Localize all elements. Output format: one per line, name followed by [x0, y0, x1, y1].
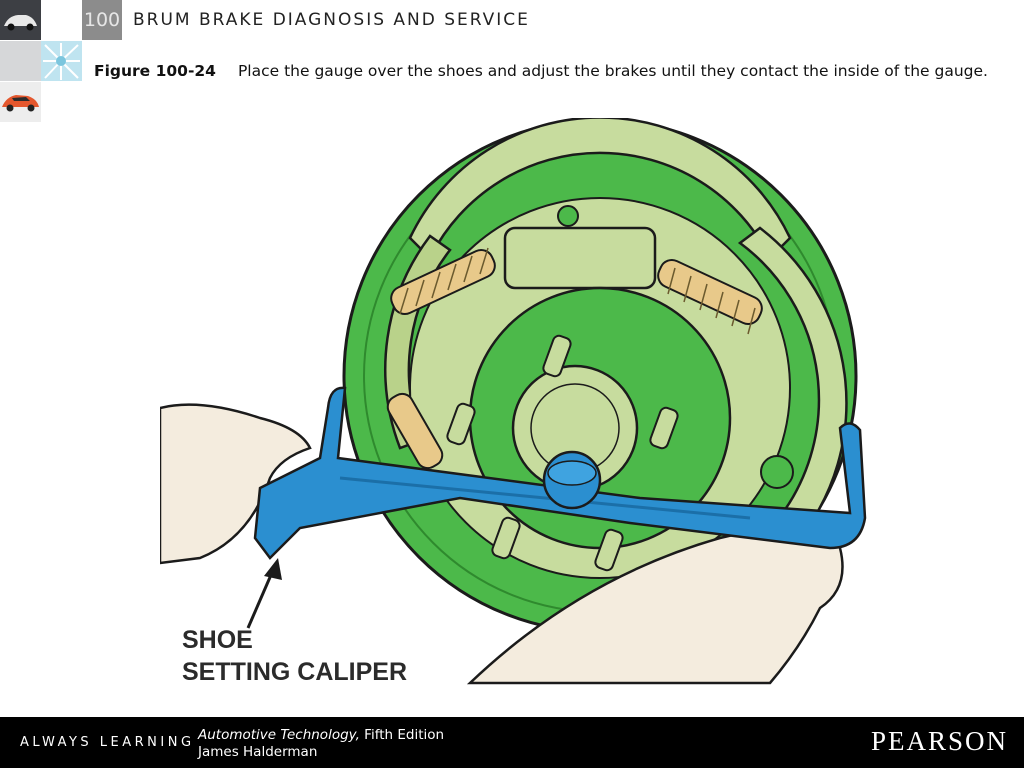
sports-car-thumbnail	[0, 82, 41, 122]
caption-text: Place the gauge over the shoes and adjus…	[237, 62, 988, 80]
chapter-title: BRUM BRAKE DIAGNOSIS AND SERVICE	[133, 10, 530, 30]
book-edition: Fifth Edition	[364, 727, 445, 743]
book-credit: Automotive Technology, Fifth Edition Jam…	[198, 727, 444, 761]
drum-brake-illustration: SHOE SETTING CALIPER	[158, 116, 880, 694]
book-author: James Halderman	[198, 744, 318, 760]
caliper-label-line1: SHOE	[182, 626, 253, 654]
upper-shoe	[408, 116, 792, 261]
hold-down-spring	[386, 392, 444, 470]
blank-thumbnail	[0, 41, 41, 81]
left-hand	[158, 403, 312, 565]
figure-caption: Figure 100-24 Place the gauge over the sh…	[94, 61, 994, 81]
footer-tagline: ALWAYS LEARNING	[20, 735, 195, 750]
publisher-logo: PEARSON	[870, 726, 1008, 756]
pointer-arrow	[246, 567, 276, 629]
spark-thumbnail	[41, 41, 82, 81]
return-spring-right	[657, 259, 763, 325]
footer-bar: ALWAYS LEARNING Automotive Technology, F…	[0, 717, 1024, 768]
chapter-number-box: 100	[82, 0, 122, 40]
car-thumbnail	[0, 0, 41, 40]
caliper-label-line2: SETTING CALIPER	[182, 658, 407, 686]
figure-label: Figure 100-24	[94, 62, 216, 80]
book-title: Automotive Technology,	[198, 727, 360, 743]
wheel-cylinder	[503, 226, 657, 290]
